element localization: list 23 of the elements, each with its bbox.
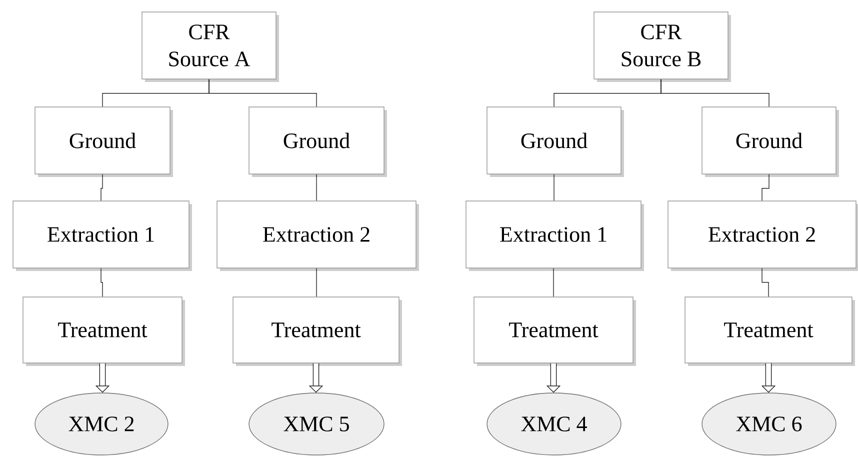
process-box: Ground: [34, 106, 173, 177]
process-box: CFR Source A: [142, 12, 279, 82]
process-box: Extraction 2: [216, 200, 419, 271]
connector-line: [553, 268, 554, 297]
process-box: Treatment: [22, 296, 185, 366]
process-box: Ground: [248, 106, 387, 177]
process-box: CFR Source B: [594, 12, 731, 82]
connector-line: [660, 79, 770, 107]
connector-line: [316, 174, 317, 201]
process-box: Treatment: [474, 296, 636, 366]
connector-line: [316, 268, 317, 297]
process-box: Ground: [486, 106, 624, 177]
process-box: Ground: [702, 106, 839, 177]
connector-line: [100, 268, 103, 297]
connector-line: [100, 174, 103, 201]
process-box: Extraction 1: [466, 200, 644, 271]
connector-line: [208, 79, 317, 107]
process-box: Treatment: [232, 296, 402, 366]
process-box: Treatment: [684, 296, 855, 366]
process-box: Extraction 2: [668, 200, 858, 271]
process-box: Extraction 1: [12, 200, 192, 271]
connector-line: [762, 268, 769, 297]
connector-line: [762, 174, 770, 201]
